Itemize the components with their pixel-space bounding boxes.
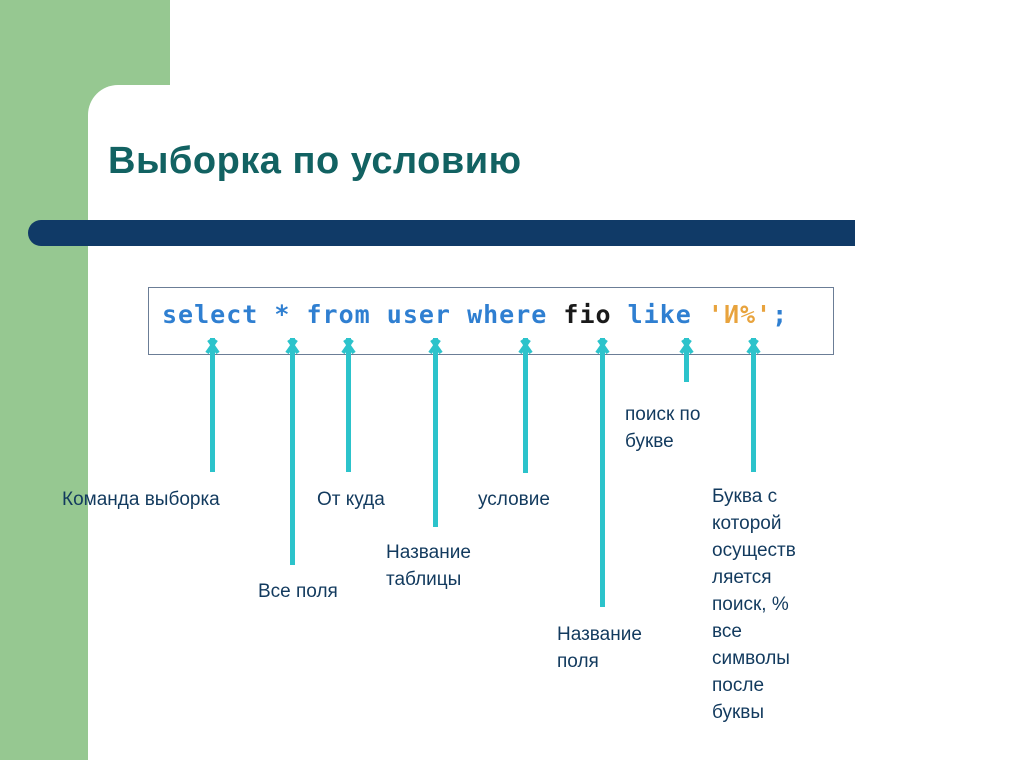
annotation-label-letter-description: Буква с которой осуществ ляется поиск, %… bbox=[712, 486, 796, 723]
annotation-arrow-search-by-letter bbox=[684, 338, 689, 382]
sql-token-fio: fio bbox=[563, 300, 612, 329]
white-content-panel bbox=[88, 85, 1024, 767]
navy-title-underline-bar bbox=[28, 220, 855, 246]
annotation-label-field-name: Название поля bbox=[557, 624, 642, 672]
annotation-arrow-table-name bbox=[433, 338, 438, 527]
sql-token-asterisk: * bbox=[274, 300, 291, 329]
annotation-arrow-from-where bbox=[346, 338, 351, 472]
annotation-label-table-name: Название таблицы bbox=[386, 542, 471, 590]
annotation-label-search-by-letter: поиск по букве bbox=[625, 404, 701, 452]
sql-token-pattern: 'И%' bbox=[707, 300, 773, 329]
annotation-arrow-letter-desc bbox=[751, 338, 756, 472]
sql-statement: select * from user where fio like 'И%'; bbox=[162, 300, 788, 329]
annotation-arrow-condition bbox=[523, 338, 528, 473]
sql-token-where: where bbox=[467, 300, 548, 329]
sql-token-select: select bbox=[162, 300, 259, 329]
annotation-label-condition: условие bbox=[478, 489, 550, 510]
green-decoration-band-lower bbox=[0, 0, 82, 760]
sql-token-semicolon: ; bbox=[772, 300, 789, 329]
annotation-arrow-field-name bbox=[600, 338, 605, 607]
annotation-label-from-where: От куда bbox=[317, 489, 385, 510]
sql-code-box bbox=[148, 287, 834, 355]
annotation-label-all-fields: Все поля bbox=[258, 581, 338, 602]
annotation-label-command: Команда выборка bbox=[62, 489, 220, 510]
sql-token-user: user bbox=[386, 300, 451, 329]
sql-token-from: from bbox=[306, 300, 371, 329]
annotation-arrow-all-fields bbox=[290, 338, 295, 565]
sql-token-like: like bbox=[627, 300, 692, 329]
page-title: Выборка по условию bbox=[108, 140, 522, 182]
annotation-arrow-command bbox=[210, 338, 215, 472]
